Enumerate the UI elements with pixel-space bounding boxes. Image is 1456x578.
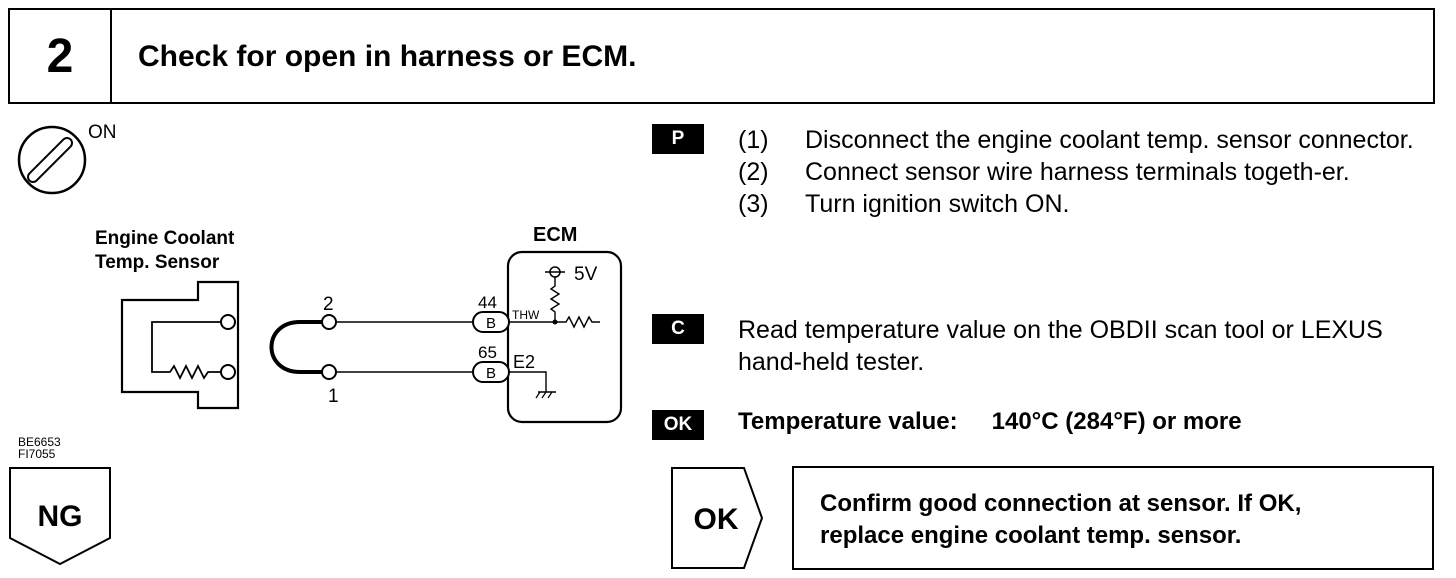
procedure-step: (3) Turn ignition switch ON. — [738, 190, 1070, 218]
terminal-thw-label: THW — [512, 308, 540, 322]
jumper-wire — [269, 320, 322, 374]
terminal-e2-label: E2 — [513, 352, 535, 372]
ecm-5v-supply — [545, 266, 565, 322]
procedure-steps: (1) Disconnect the engine coolant temp. … — [738, 124, 1440, 220]
procedure-step: (1) Disconnect the engine coolant temp. … — [738, 126, 1414, 154]
pin-label-2: 2 — [323, 294, 334, 315]
ok-badge: OK — [652, 410, 704, 440]
voltage-label: 5V — [574, 264, 598, 285]
ecm-e2-line — [509, 371, 547, 392]
spec-line: Temperature value: 140°C (284°F) or more — [738, 408, 1242, 436]
sensor-label-line2: Temp. Sensor — [95, 252, 220, 273]
figure-codes: BE6653 FI7055 — [18, 436, 61, 460]
wiring-diagram: ON Engine Coolant Temp. Sensor 2 1 ECM B… — [17, 122, 623, 424]
ecm-thw-resistor — [555, 315, 600, 329]
spec-label: Temperature value: — [738, 408, 958, 435]
check-badge: C — [652, 314, 704, 344]
ng-tag: NG — [9, 467, 111, 566]
prep-badge: P — [652, 124, 704, 154]
sensor-label-line1: Engine Coolant — [95, 228, 235, 249]
sensor-terminal-2 — [220, 314, 236, 330]
ok-label: OK — [694, 503, 739, 536]
ecm-box — [506, 250, 623, 424]
figure-code-2: FI7055 — [18, 447, 56, 461]
sensor-body — [120, 280, 240, 410]
pin-label-44: 44 — [478, 293, 497, 312]
step-number: 2 — [10, 10, 112, 102]
ok-tag: OK — [671, 467, 764, 569]
ok-result-box: Confirm good connection at sensor. If OK… — [792, 466, 1434, 570]
sensor-internal-circuit — [151, 321, 228, 381]
connector-label-bottom: B — [486, 365, 496, 382]
harness-terminal-1 — [321, 364, 337, 380]
ignition-on-label: ON — [88, 122, 117, 143]
spec-value: 140°C (284°F) or more — [991, 408, 1242, 435]
pin-label-65: 65 — [478, 343, 497, 362]
procedure-step: (2) Connect sensor wire harness terminal… — [738, 158, 1350, 186]
check-text: Read temperature value on the OBDII scan… — [738, 316, 1383, 376]
pin-label-1: 1 — [328, 386, 339, 407]
sensor-terminal-1 — [220, 364, 236, 380]
ecm-label: ECM — [533, 224, 577, 246]
ok-result-line1: Confirm good connection at sensor. If OK… — [820, 490, 1302, 517]
connector-label-top: B — [486, 315, 496, 332]
ground-icon — [535, 391, 556, 399]
ng-label: NG — [38, 500, 83, 533]
figure-code-1: BE6653 — [18, 435, 61, 449]
step-title: Check for open in harness or ECM. — [138, 40, 637, 73]
harness-terminal-2 — [321, 314, 337, 330]
ignition-key-icon — [17, 125, 87, 195]
step-header: 2 Check for open in harness or ECM. — [8, 8, 1435, 104]
ok-result-line2: replace engine coolant temp. sensor. — [820, 522, 1242, 549]
